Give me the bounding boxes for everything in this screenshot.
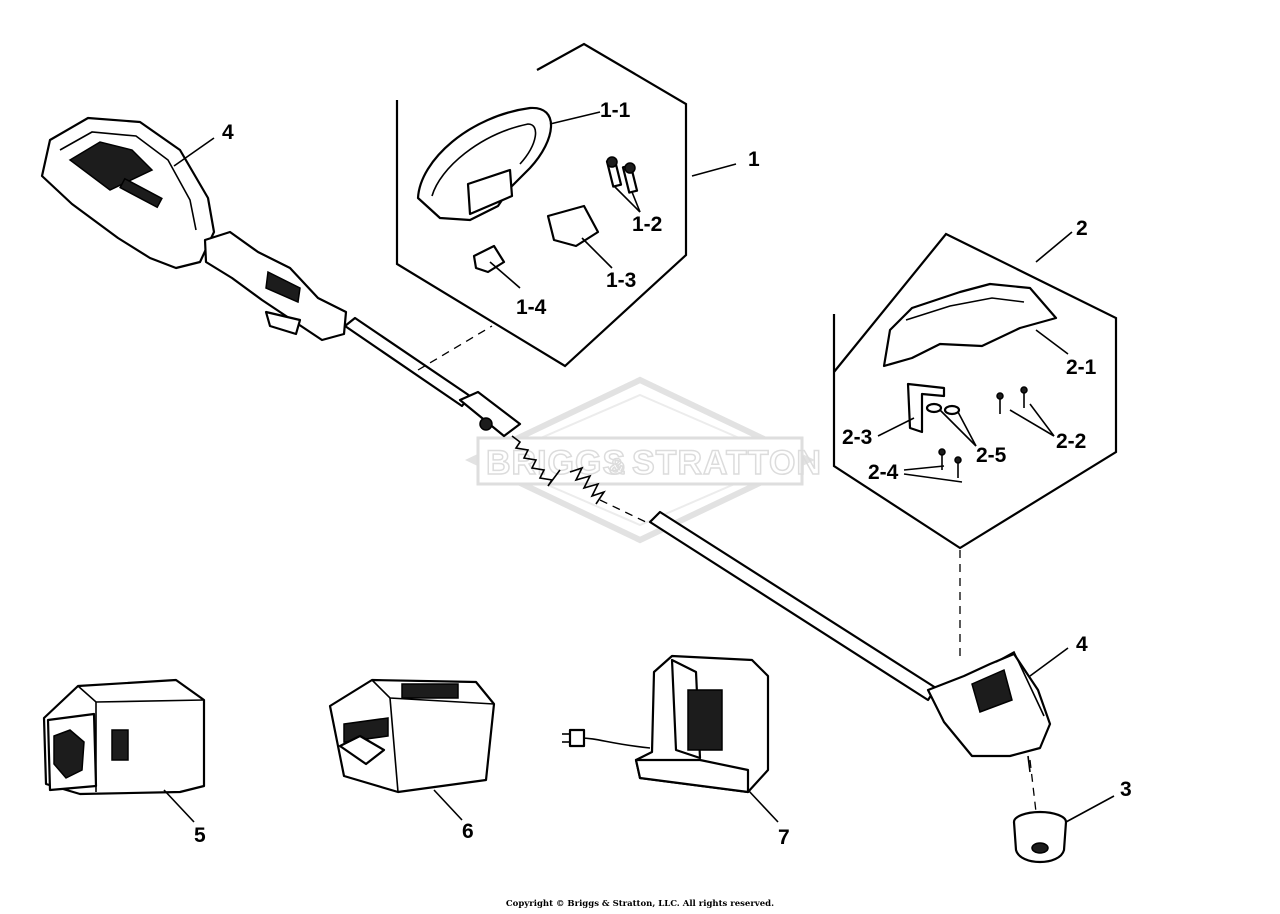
callout-4-housing: 4 [222,121,234,144]
callout-2-4: 2-4 [868,461,899,484]
watermark-brand-right: STRATTON [632,444,822,482]
handle-clamp [546,204,600,248]
callout-1-1: 1-1 [600,99,631,122]
trimmer-shaft [343,316,938,702]
guard-washer-b [943,404,961,416]
motor-housing [40,116,348,342]
callout-leaders [163,111,1115,823]
callout-labels: 4 1-1 1 1-2 1-3 1-4 2 2-1 2-2 2-3 2-4 2-… [194,99,1132,849]
brand-watermark: BRIGGS & STRATTON [465,376,822,544]
line-guard [882,282,1058,368]
kit-2-outline [832,232,1118,550]
spool [1012,810,1068,863]
guard-washer-a [925,402,943,414]
callout-2-3: 2-3 [842,426,872,449]
copyright-notice: Copyright © Briggs & Stratton, LLC. All … [505,899,775,909]
callout-1: 1 [748,148,760,171]
callout-1-4: 1-4 [516,296,547,319]
guard-bracket [906,382,946,434]
handle-bolts [605,156,639,194]
handle-clip [472,244,506,274]
callout-2-1: 2-1 [1066,356,1097,379]
kit-1-outline [395,42,688,368]
callout-1-3: 1-3 [606,269,636,292]
leader-spring-shaft [599,499,651,525]
callout-7: 7 [778,826,790,849]
leader-head-spool [1029,759,1037,813]
trimmer-head [926,650,1052,773]
callout-2-2: 2-2 [1056,430,1086,453]
callout-2-5: 2-5 [976,444,1007,467]
battery-large [42,678,206,796]
callout-1-2: 1-2 [632,213,662,236]
watermark-brand-amp: & [609,454,626,479]
battery-charger [562,654,770,794]
callout-4-head: 4 [1076,633,1088,656]
callout-6: 6 [462,820,474,843]
leader-kit1-shaft [417,325,493,371]
callout-5: 5 [194,824,206,847]
callout-2: 2 [1076,217,1088,240]
guard-screws [996,386,1028,414]
bracket-screws [938,448,962,478]
battery-small [328,678,496,794]
callout-3: 3 [1120,778,1132,801]
assist-handle [416,106,553,222]
shaft-spring [511,435,606,505]
